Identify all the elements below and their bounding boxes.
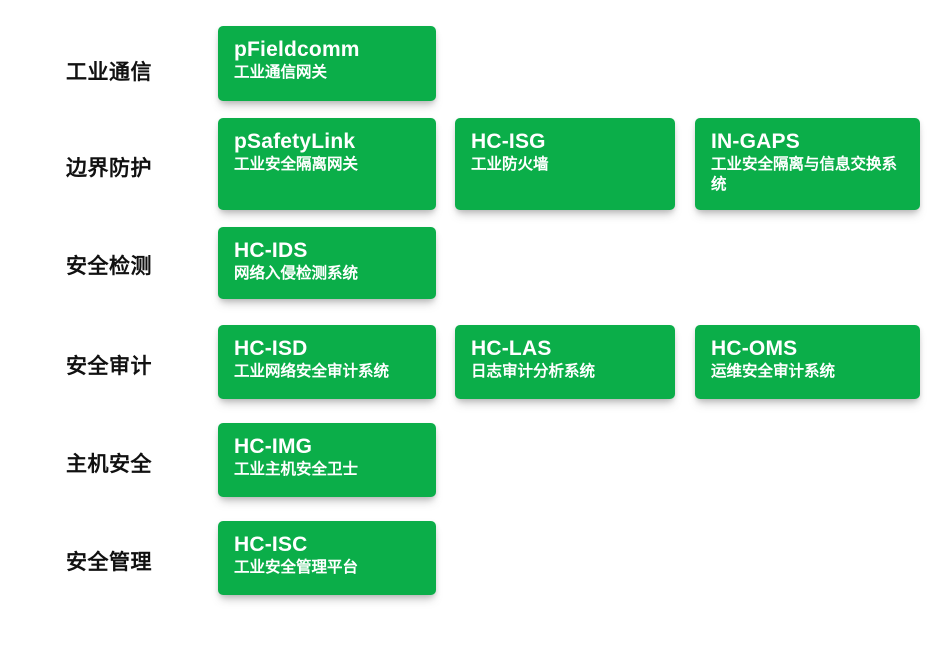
- product-card[interactable]: HC-ISC 工业安全管理平台: [218, 521, 436, 595]
- product-card[interactable]: HC-IDS 网络入侵检测系统: [218, 227, 436, 299]
- product-card[interactable]: HC-LAS 日志审计分析系统: [455, 325, 675, 399]
- row-label-1: 工业通信: [66, 61, 152, 84]
- card-subtitle: 工业安全隔离网关: [234, 156, 359, 173]
- card-title: HC-OMS: [711, 337, 798, 360]
- product-card[interactable]: IN-GAPS 工业安全隔离与信息交换系统: [695, 118, 920, 210]
- card-title: HC-ISD: [234, 337, 308, 360]
- product-card[interactable]: HC-ISD 工业网络安全审计系统: [218, 325, 436, 399]
- card-subtitle: 网络入侵检测系统: [234, 265, 359, 282]
- row-label-2: 边界防护: [66, 157, 152, 180]
- row-label-5: 主机安全: [66, 453, 152, 476]
- card-title: HC-ISC: [234, 533, 308, 556]
- card-title: HC-ISG: [471, 130, 546, 153]
- product-card[interactable]: HC-OMS 运维安全审计系统: [695, 325, 920, 399]
- card-subtitle: 工业安全隔离与信息交换系统: [711, 156, 898, 193]
- row-label-6: 安全管理: [66, 551, 152, 574]
- card-title: HC-IMG: [234, 435, 313, 458]
- card-subtitle: 工业防火墙: [471, 156, 549, 173]
- card-subtitle: 运维安全审计系统: [711, 363, 836, 380]
- card-title: HC-LAS: [471, 337, 552, 360]
- card-subtitle: 工业网络安全审计系统: [234, 363, 390, 380]
- product-card[interactable]: pFieldcomm 工业通信网关: [218, 26, 436, 101]
- card-subtitle: 工业通信网关: [234, 64, 328, 81]
- product-card[interactable]: pSafetyLink 工业安全隔离网关: [218, 118, 436, 210]
- card-title: IN-GAPS: [711, 130, 800, 153]
- product-card[interactable]: HC-IMG 工业主机安全卫士: [218, 423, 436, 497]
- card-title: pSafetyLink: [234, 130, 356, 153]
- row-label-3: 安全检测: [66, 255, 152, 278]
- product-card[interactable]: HC-ISG 工业防火墙: [455, 118, 675, 210]
- card-subtitle: 工业主机安全卫士: [234, 461, 359, 478]
- card-title: HC-IDS: [234, 239, 308, 262]
- row-label-4: 安全审计: [66, 355, 152, 378]
- card-title: pFieldcomm: [234, 38, 360, 61]
- card-subtitle: 日志审计分析系统: [471, 363, 596, 380]
- card-subtitle: 工业安全管理平台: [234, 559, 359, 576]
